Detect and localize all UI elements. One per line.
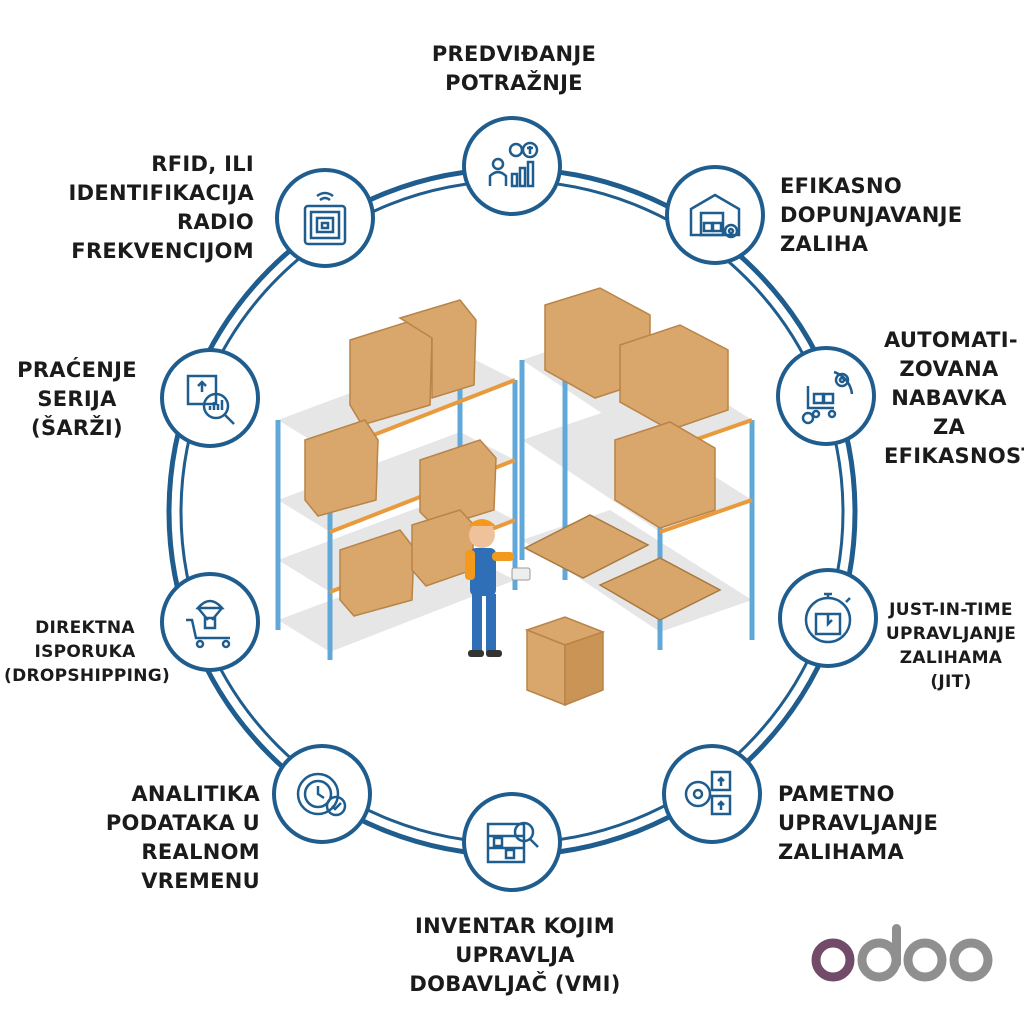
realtime-analytics-icon bbox=[296, 772, 347, 817]
floor-box bbox=[524, 616, 606, 707]
worker-figure bbox=[465, 519, 531, 657]
warehouse-gear-icon bbox=[689, 193, 741, 239]
node-vendor-managed-inventory bbox=[462, 792, 562, 892]
node-rfid bbox=[275, 168, 375, 268]
dropshipping-cart-icon bbox=[186, 599, 231, 649]
batch-tracking-icon bbox=[186, 374, 235, 425]
right-shelf bbox=[519, 287, 755, 650]
demand-forecast-icon bbox=[488, 141, 539, 188]
node-efficient-replenishment bbox=[665, 165, 765, 265]
automated-procurement-icon bbox=[801, 370, 854, 425]
node-just-in-time bbox=[778, 568, 878, 668]
vendor-inventory-search-icon bbox=[486, 821, 539, 864]
node-smart-inventory bbox=[662, 744, 762, 844]
node-batch-tracking bbox=[160, 348, 260, 448]
warehouse-illustration bbox=[275, 287, 755, 707]
node-dropshipping bbox=[160, 572, 260, 672]
left-shelf bbox=[275, 299, 518, 660]
smart-inventory-icon bbox=[684, 770, 732, 816]
node-automated-procurement bbox=[776, 346, 876, 446]
stopwatch-box-icon bbox=[804, 592, 852, 644]
node-realtime-analytics bbox=[272, 744, 372, 844]
odoo-logo bbox=[811, 924, 993, 982]
rfid-tag-icon bbox=[303, 191, 347, 246]
node-demand-forecast bbox=[462, 116, 562, 216]
